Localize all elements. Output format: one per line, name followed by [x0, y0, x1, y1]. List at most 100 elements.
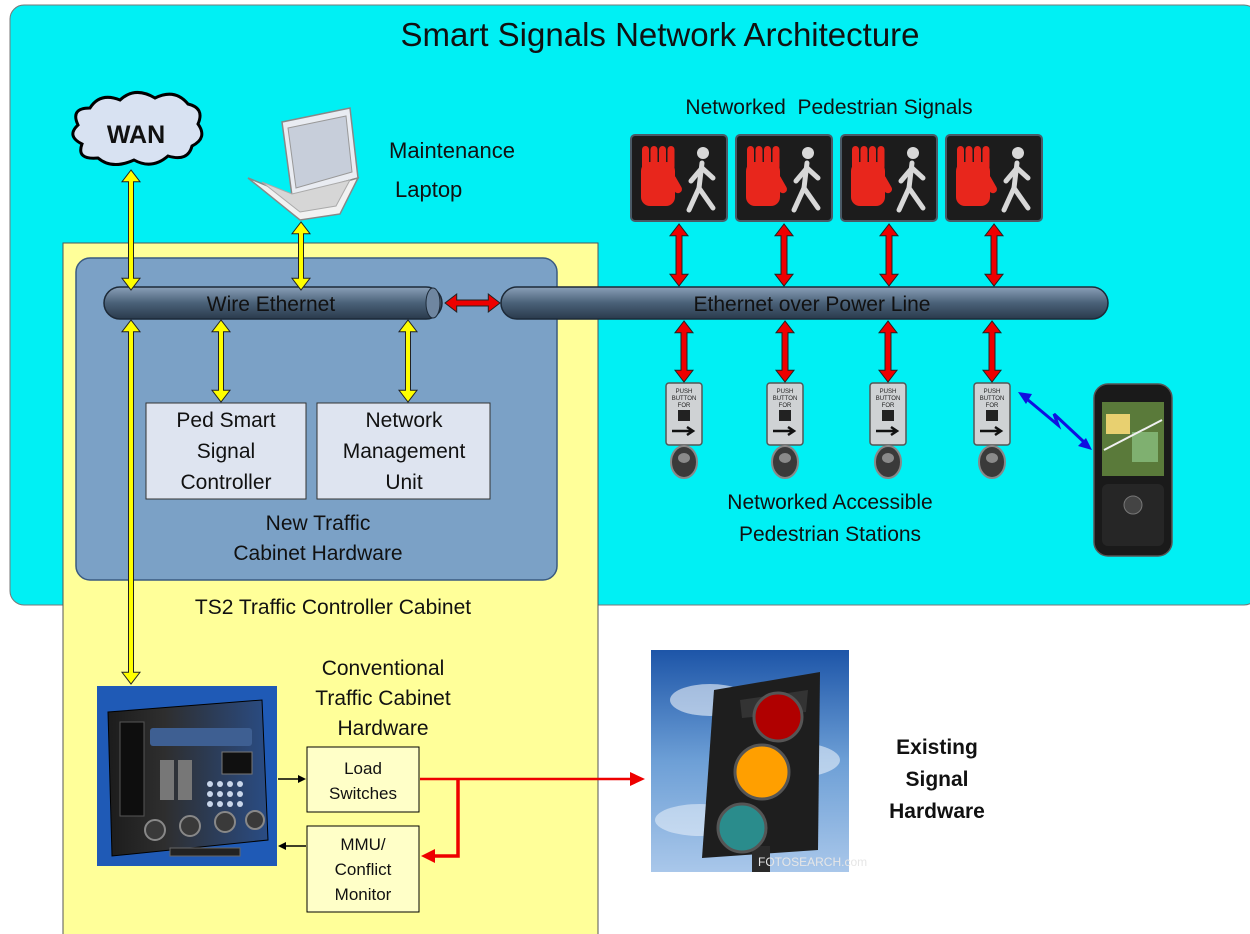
- pedestrian-icon: [986, 410, 998, 421]
- stop-hand-icon: [641, 146, 682, 206]
- cloud-icon: [71, 91, 204, 166]
- double-arrow: [290, 221, 312, 291]
- double-arrow: [673, 320, 695, 383]
- double-arrow: [120, 169, 142, 291]
- double-arrow: [983, 223, 1005, 287]
- double-arrow: [981, 320, 1003, 383]
- double-arrow: [444, 292, 501, 314]
- ped-controller-line1: Ped Smart: [176, 409, 275, 432]
- stop-hand-icon: [956, 146, 997, 206]
- eth-power-line-label: Ethernet over Power Line: [694, 293, 931, 316]
- green-light: [716, 802, 768, 854]
- double-arrow: [774, 320, 796, 383]
- laptop: Maintenance Laptop: [247, 107, 515, 221]
- walk-person-icon: [791, 147, 821, 213]
- nmu-box: [316, 402, 491, 500]
- arrow-right-icon: [980, 425, 1004, 437]
- ped-signals-group: [630, 134, 1043, 222]
- push-button-text: PUSH: [676, 389, 693, 395]
- double-arrow: [668, 223, 690, 287]
- load-switches-line2: Switches: [329, 784, 397, 803]
- traffic-controller-device: [97, 686, 277, 866]
- mmu-line2: Conflict: [335, 860, 392, 879]
- conventional-line3: Hardware: [337, 717, 428, 740]
- load-switch-output-line: [420, 772, 645, 863]
- pedestrian-icon: [882, 410, 894, 421]
- push-button-text: FOR: [986, 403, 999, 409]
- wan-label: WAN: [107, 121, 165, 149]
- stop-hand-icon: [851, 146, 892, 206]
- load-switches-box: [306, 746, 420, 813]
- conventional-line1: Conventional: [322, 657, 445, 680]
- push-button-text: PUSH: [984, 389, 1001, 395]
- arrow-right-icon: [773, 425, 797, 437]
- ped-controller-line3: Controller: [180, 471, 271, 494]
- push-button-text: FOR: [678, 403, 691, 409]
- walk-person-icon: [1001, 147, 1031, 213]
- mmu-to-controller-arrow: [278, 842, 306, 850]
- ped-signals-title: Networked Pedestrian Signals: [685, 96, 972, 119]
- nmu-line1: Network: [365, 409, 443, 432]
- existing-line3: Hardware: [889, 800, 985, 823]
- existing-line2: Signal: [905, 768, 968, 791]
- double-arrow: [878, 223, 900, 287]
- wire-ethernet-bus: Wire Ethernet: [103, 286, 443, 320]
- double-arrow: [773, 223, 795, 287]
- ped-signal-head: [945, 134, 1043, 222]
- laptop-label-1: Maintenance: [389, 138, 515, 163]
- eth-power-line-bus: Ethernet over Power Line: [500, 286, 1109, 320]
- pedestrian-icon: [779, 410, 791, 421]
- load-switches-line1: Load: [344, 759, 382, 778]
- conventional-line2: Traffic Cabinet: [315, 687, 451, 710]
- new-cabinet-line1: New Traffic: [266, 512, 371, 535]
- ped-controller-line2: Signal: [197, 440, 255, 463]
- ped-stations-group: PUSHBUTTONFORPUSHBUTTONFORPUSHBUTTONFORP…: [665, 382, 1011, 479]
- mmu-box: [306, 825, 420, 913]
- amber-light: [733, 743, 791, 801]
- existing-line1: Existing: [896, 736, 978, 759]
- double-arrow: [397, 319, 419, 403]
- arrow-right-icon: [672, 425, 696, 437]
- mmu-line1: MMU/: [340, 835, 386, 854]
- push-button-text: BUTTON: [980, 396, 1005, 402]
- nmu-line2: Management: [343, 440, 466, 463]
- stop-hand-icon: [746, 146, 787, 206]
- ped-signal-head: [840, 134, 938, 222]
- walk-person-icon: [896, 147, 926, 213]
- push-button-text: BUTTON: [876, 396, 901, 402]
- ped-controller-box: [145, 402, 307, 500]
- wireless-link: [1018, 392, 1092, 450]
- push-button-text: BUTTON: [672, 396, 697, 402]
- ped-signal-head: [630, 134, 728, 222]
- wan-cloud: WAN: [71, 91, 204, 166]
- push-button-text: BUTTON: [773, 396, 798, 402]
- page-title: Smart Signals Network Architecture: [400, 16, 919, 53]
- ts2-cabinet-label: TS2 Traffic Controller Cabinet: [195, 596, 471, 619]
- double-arrow: [877, 320, 899, 383]
- controller-to-loadswitch-arrow: [278, 775, 306, 783]
- connectors: [120, 169, 1092, 863]
- double-arrow: [210, 319, 232, 403]
- push-button-text: FOR: [779, 403, 792, 409]
- nmu-line3: Unit: [385, 471, 423, 494]
- push-button-text: PUSH: [777, 389, 794, 395]
- red-light: [752, 691, 804, 743]
- mmu-line3: Monitor: [335, 885, 392, 904]
- traffic-light-photo: FOTOSEARCH.com: [651, 650, 867, 872]
- walk-person-icon: [686, 147, 716, 213]
- aps-title-line1: Networked Accessible: [727, 491, 932, 514]
- aps-title-line2: Pedestrian Stations: [739, 523, 921, 546]
- double-arrow: [120, 319, 142, 685]
- pedestrian-icon: [678, 410, 690, 421]
- arrow-right-icon: [876, 425, 900, 437]
- ped-signal-head: [735, 134, 833, 222]
- wire-ethernet-label: Wire Ethernet: [207, 293, 336, 316]
- push-button-text: FOR: [882, 403, 895, 409]
- photo-watermark: FOTOSEARCH.com: [758, 855, 867, 869]
- new-cabinet-line2: Cabinet Hardware: [233, 542, 402, 565]
